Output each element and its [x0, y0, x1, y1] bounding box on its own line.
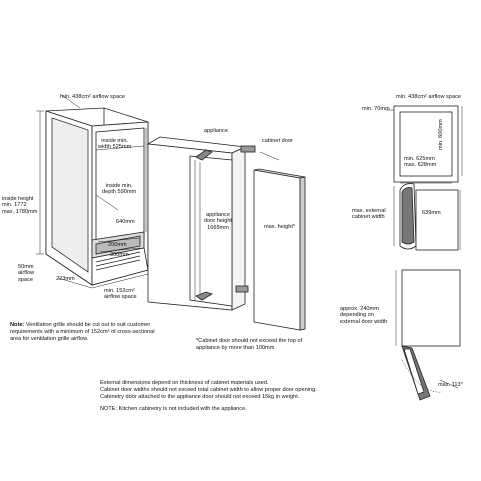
- label-223: 223mm: [56, 276, 75, 282]
- line-art: [36, 93, 463, 401]
- label-width-range: min. 625mm max. 628mm: [404, 156, 437, 169]
- label-152-airflow: min. 152cm² airflow space: [104, 288, 137, 301]
- side-view-drawing: [386, 105, 463, 251]
- external-note-2: Cabinet door widths should not exceed to…: [100, 387, 317, 393]
- label-appliance-height: appliance door height 1665mm: [204, 212, 232, 231]
- label-640: 640mm: [116, 219, 135, 225]
- label-50-airflow: 50mm airflow space: [18, 264, 35, 283]
- hinge-bottom: [235, 285, 249, 293]
- ventilation-note: Note: Ventilation grille should be cut o…: [10, 322, 162, 344]
- label-inside-depth: inside min. depth 590mm: [102, 183, 137, 196]
- label-right-top-airflow: min. 438cm² airflow space: [396, 94, 461, 100]
- label-ext-width: max. external cabinet width: [352, 208, 386, 221]
- label-appliance: appliance: [204, 128, 228, 134]
- label-200: 200mm: [108, 242, 127, 248]
- kitchen-note: NOTE: Kitchen cabinetry is not included …: [100, 406, 247, 412]
- cabinet-door-note: *Cabinet door should not exceed the top …: [196, 338, 303, 352]
- cabinet-drawing: [36, 93, 149, 289]
- door-swing-drawing: [395, 269, 461, 401]
- label-inside-height: inside height min. 1772 max. 1780mm: [2, 196, 38, 215]
- label-inside-width: inside min. width 525mm: [98, 138, 132, 151]
- label-approx240: approx. 240mm depending on external door…: [340, 306, 388, 325]
- label-max-height: max. height*: [264, 224, 296, 230]
- label-600: min. 600mm: [438, 119, 444, 150]
- label-top-airflow: min. 438cm² airflow space: [60, 94, 125, 100]
- label-300: 300mm: [110, 252, 129, 258]
- ventilation-note-text: Ventilation grille should be cut out to …: [10, 322, 155, 343]
- ventilation-note-bold: Note:: [10, 322, 25, 328]
- external-note-3: Cabinetry door attached to the appliance…: [100, 394, 300, 400]
- label-cabinet-door: cabinet door: [262, 138, 293, 144]
- label-max113: max. 113°: [438, 382, 463, 388]
- cabinet-door-drawing: [253, 151, 306, 331]
- appliance-drawing: [146, 136, 256, 311]
- external-note-1: External dimensions depend on thickness …: [100, 380, 269, 386]
- label-639: 639mm: [422, 210, 441, 216]
- label-min70: min. 70mm: [362, 106, 390, 112]
- hinge-top: [240, 145, 256, 153]
